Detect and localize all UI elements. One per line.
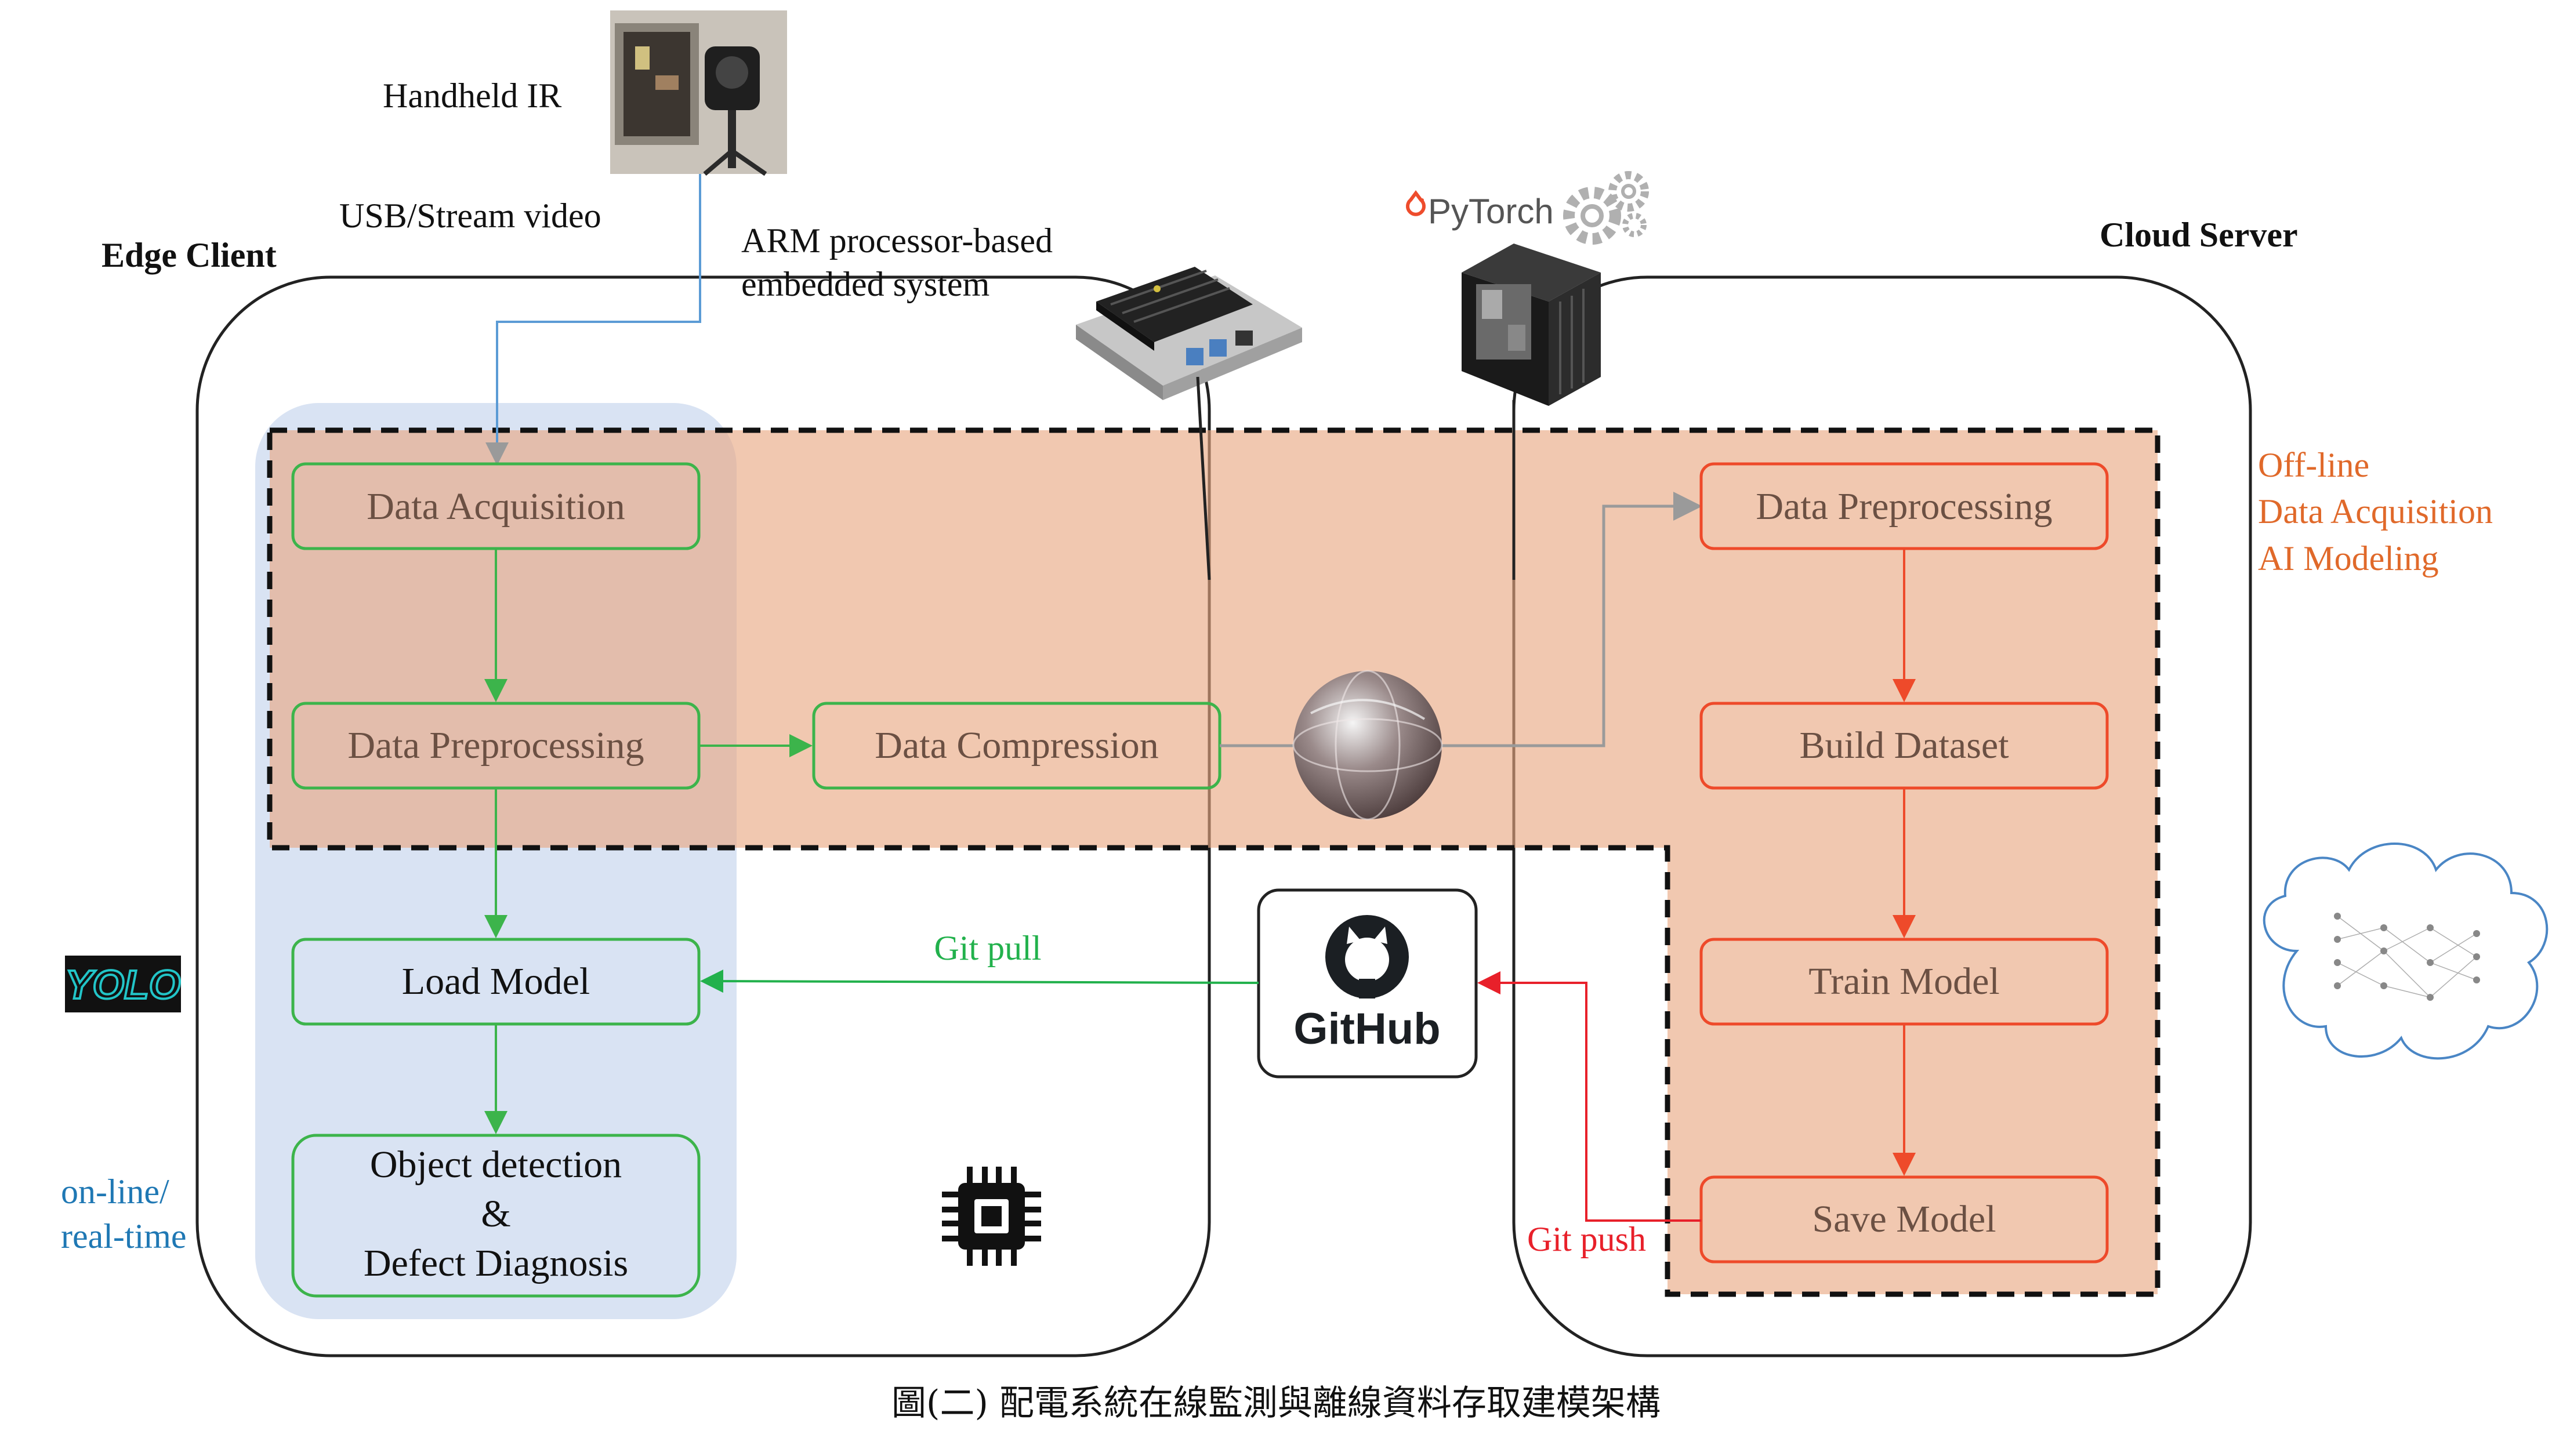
gears-icon [1563,171,1649,245]
cloud-box-train-model: Train Model [1699,938,2109,1026]
edge-box-object-detection: Object detection & Defect Diagnosis [291,1134,701,1298]
online-label-line2: real-time [61,1217,187,1255]
arrow-git-push [1477,971,1701,1222]
svg-text:Build Dataset: Build Dataset [1799,724,2009,767]
handheld-ir-label: Handheld IR [383,77,561,115]
git-push-label: Git push [1527,1220,1646,1258]
figure-caption: 圖(二) 配電系統在線監測與離線資料存取建模架構 [891,1383,1661,1424]
yolo-logo-icon: YOLO [64,956,182,1012]
usb-stream-label: USB/Stream video [339,197,601,235]
svg-text:Data Compression: Data Compression [875,724,1158,767]
jetson-drop-line [1196,376,1211,580]
github-label: GitHub [1293,1004,1440,1054]
svg-text:Train Model: Train Model [1808,960,1999,1003]
offline-region [267,427,2160,1297]
chip-icon [942,1167,1041,1266]
svg-text:Defect Diagnosis: Defect Diagnosis [364,1242,628,1284]
cloud-box-data-preprocessing: Data Preprocessing [1699,462,2109,550]
svg-text:&: & [481,1193,510,1235]
pytorch-label: PyTorch [1428,192,1554,231]
svg-text:Data Preprocessing: Data Preprocessing [1756,485,2052,528]
online-label-line1: on-line/ [61,1172,169,1211]
input-video-arrow [485,174,701,466]
edge-box-data-compression: Data Compression [812,702,1221,790]
edge-client-label: Edge Client [102,236,277,274]
svg-text:Data Preprocessing: Data Preprocessing [347,724,644,767]
jetson-board-icon [1076,267,1302,400]
arm-label-line2: embedded system [741,265,989,303]
edge-box-data-preprocessing: Data Preprocessing [291,702,701,790]
offline-label-line1: Off-line [2258,446,2369,484]
cloud-server-label: Cloud Server [2100,216,2298,254]
cloud-box-build-dataset: Build Dataset [1699,702,2109,790]
server-box-icon [1462,244,1601,406]
neural-cloud-icon [2263,843,2549,1060]
github-logo-icon [1325,915,1409,998]
offline-label-line2: Data Acquisition [2258,492,2493,531]
github-box: GitHub [1257,888,1478,1079]
svg-text:Object detection: Object detection [370,1143,622,1186]
arrow-git-pull [700,970,1259,993]
arm-label-line1: ARM processor-based [741,222,1053,260]
svg-text:YOLO: YOLO [66,962,180,1007]
svg-text:Data Acquisition: Data Acquisition [367,485,625,528]
git-pull-label: Git pull [934,929,1041,967]
handheld-ir-camera-photo [610,10,787,176]
svg-text:Save Model: Save Model [1812,1198,1996,1240]
offline-label-line3: AI Modeling [2258,539,2439,578]
pytorch-logo [1406,190,1426,216]
svg-text:Load Model: Load Model [402,960,590,1003]
globe-icon [1292,670,1443,820]
